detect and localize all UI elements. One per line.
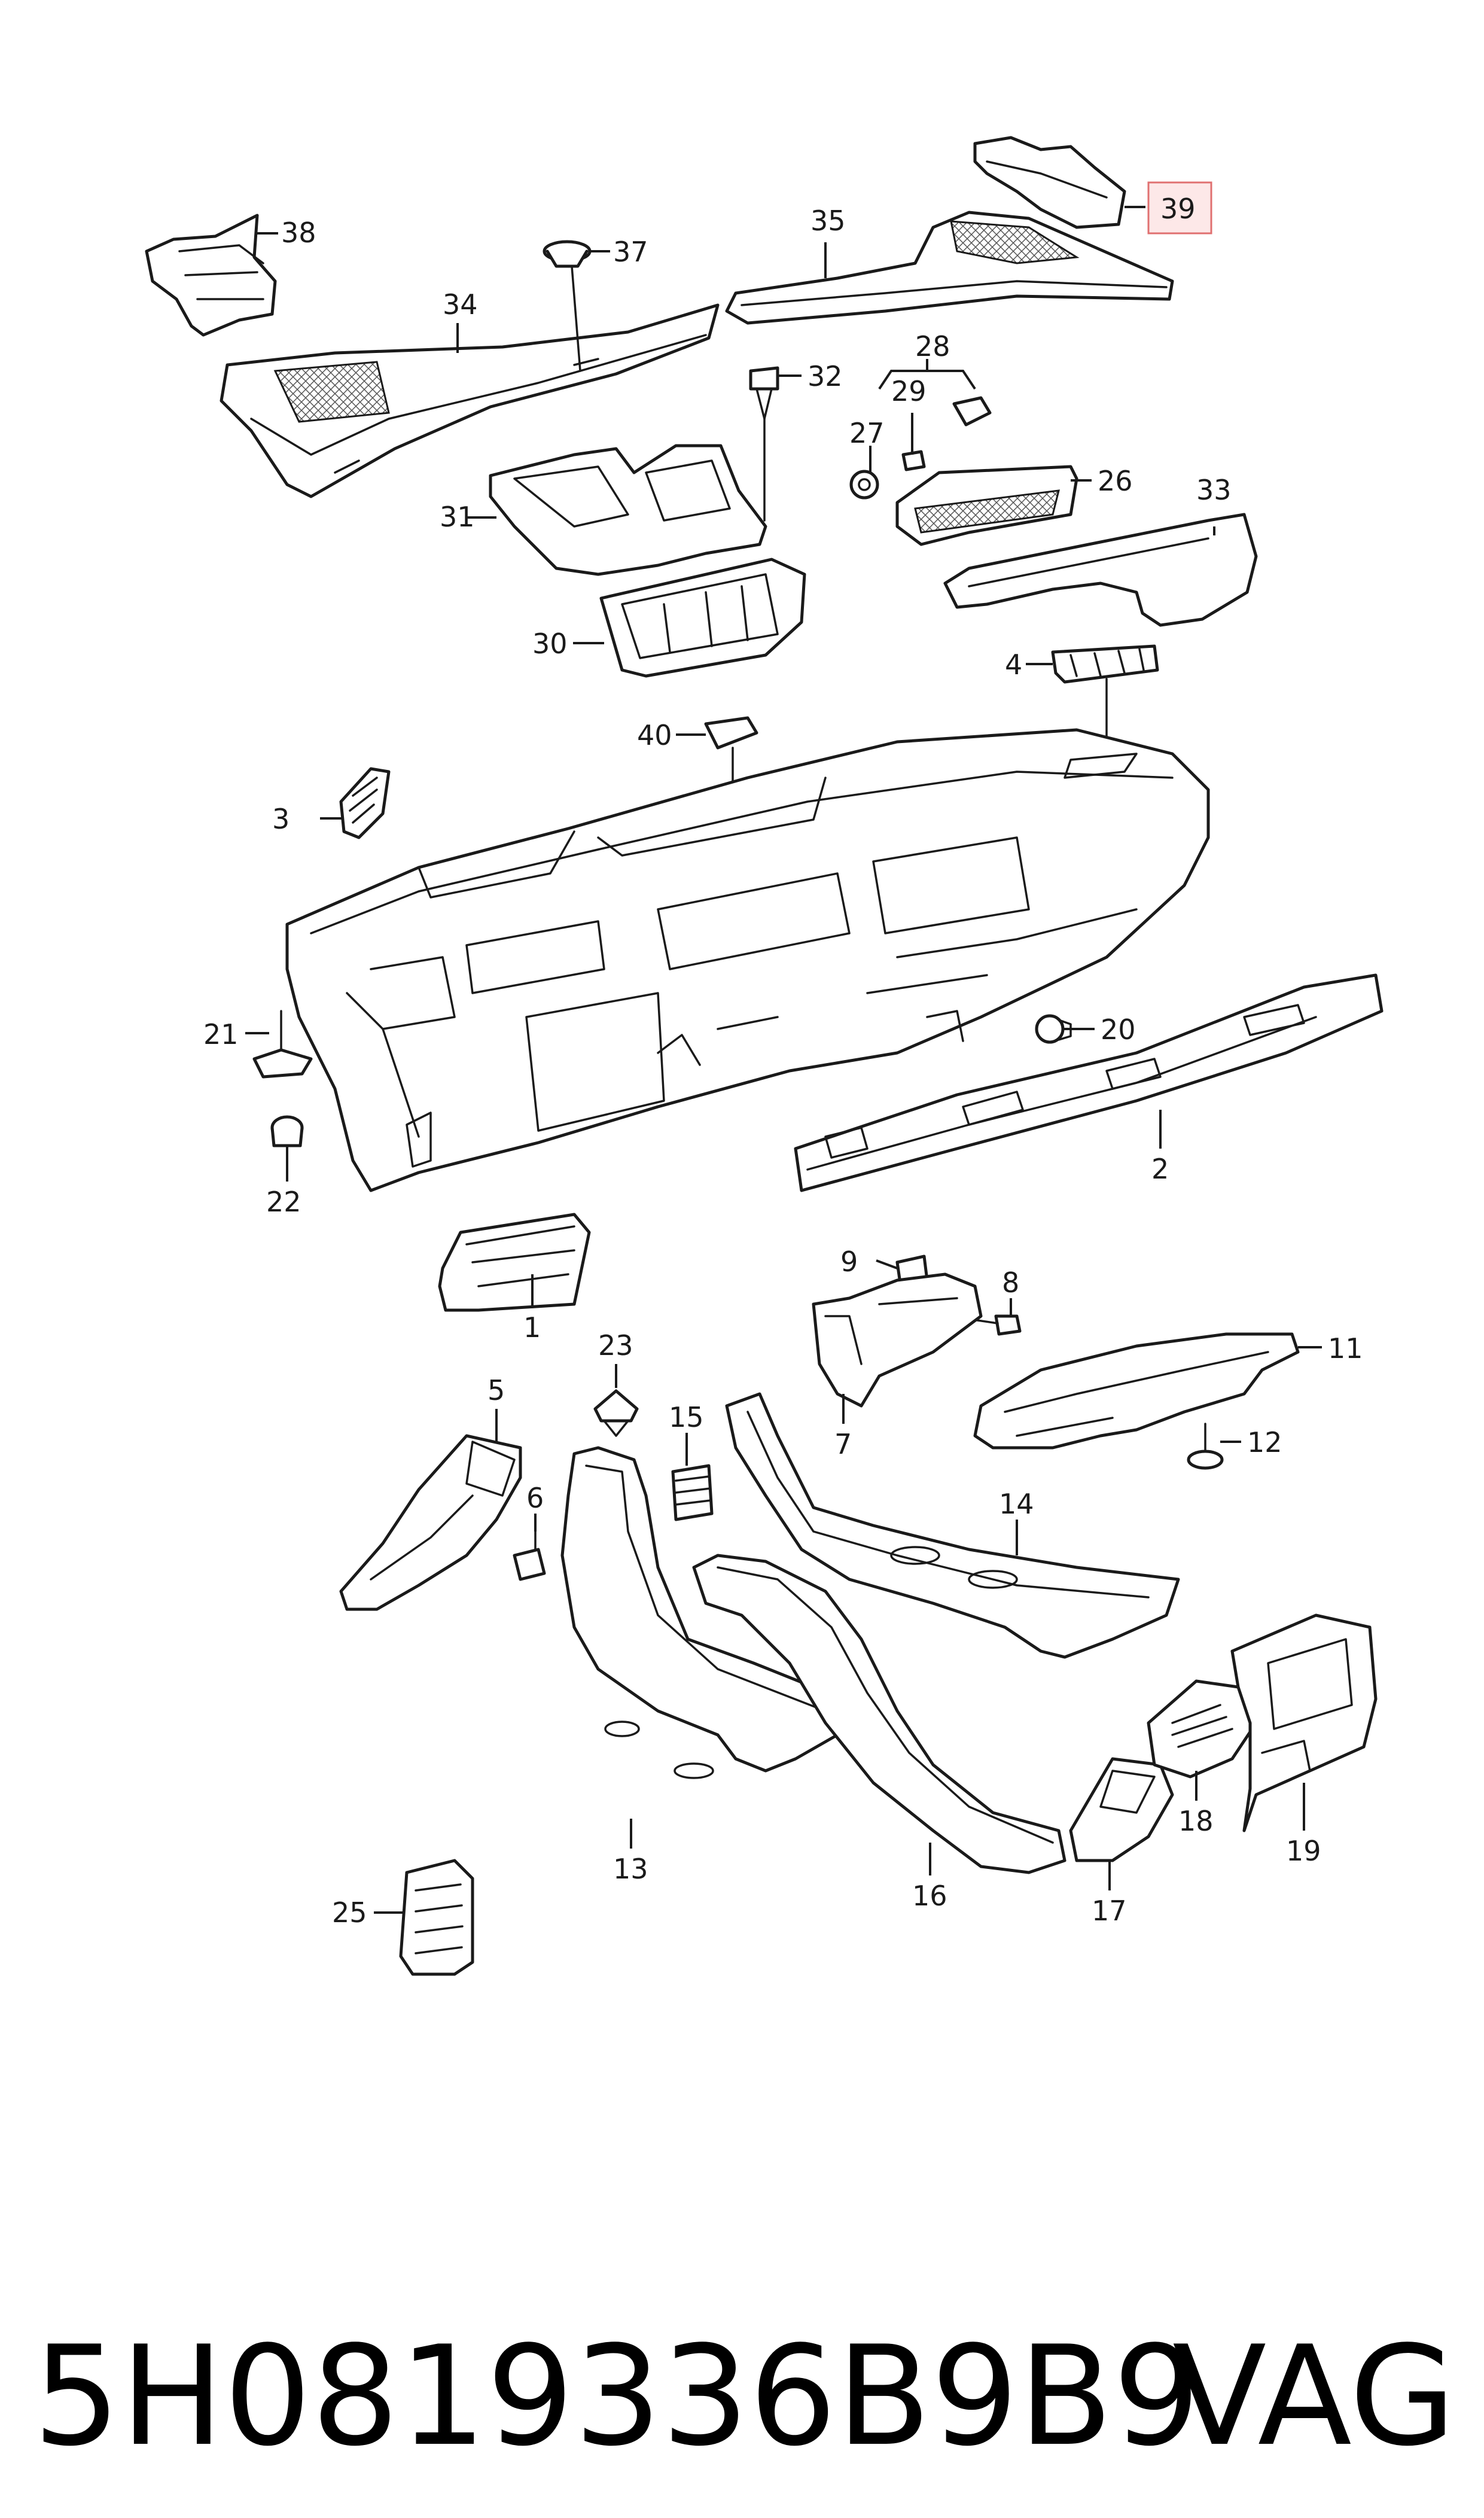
- part-7: [812, 1272, 983, 1408]
- callout-37: 37: [613, 236, 648, 268]
- part-16: [692, 1554, 1066, 1874]
- callout-17: 17: [1092, 1895, 1127, 1927]
- callout-12: 12: [1247, 1426, 1282, 1459]
- dashboard-main: [285, 728, 1210, 1192]
- callout-11: 11: [1328, 1332, 1363, 1365]
- part-12: [1187, 1423, 1224, 1470]
- part-14: [725, 1392, 1180, 1659]
- part-13: [560, 1446, 851, 1779]
- part-31: [489, 444, 767, 576]
- part-25: [399, 1859, 474, 1976]
- callout-23: 23: [598, 1329, 633, 1362]
- callout-9: 9: [840, 1246, 858, 1278]
- part-2: [794, 973, 1384, 1192]
- part-33: [943, 513, 1258, 627]
- callout-4: 4: [1005, 648, 1022, 681]
- callout-2: 2: [1151, 1153, 1169, 1185]
- part-26: [895, 465, 1078, 546]
- part-6: [513, 1530, 546, 1581]
- callout-20: 20: [1101, 1013, 1136, 1046]
- part-27: [849, 470, 879, 500]
- part-21: [252, 1010, 313, 1079]
- part-17: [1069, 1757, 1174, 1862]
- part-20: [1035, 1014, 1072, 1044]
- callout-28: 28: [915, 330, 950, 363]
- leader-lines: [245, 206, 1322, 1914]
- part-3: [339, 767, 391, 839]
- callout-5: 5: [487, 1374, 505, 1406]
- part-19: [1230, 1613, 1378, 1832]
- part-28: [878, 359, 976, 390]
- part-number: 5H0819336B9B9: [33, 2317, 1200, 2477]
- part-32: [749, 366, 779, 522]
- part-15: [671, 1464, 714, 1521]
- callout-16: 16: [912, 1880, 947, 1912]
- part-22: [270, 1115, 304, 1147]
- part-30: [599, 558, 806, 678]
- callout-31: 31: [440, 501, 475, 533]
- part-5: [339, 1434, 522, 1611]
- callout-27: 27: [849, 417, 885, 449]
- callouts: 38 37 39 35 34 32 28 29 27 26 33 31 30 4…: [203, 193, 1363, 1929]
- callout-35: 35: [810, 205, 846, 237]
- callout-8: 8: [1002, 1266, 1019, 1299]
- callout-15: 15: [669, 1401, 704, 1433]
- part-29: [901, 396, 992, 471]
- callout-26: 26: [1098, 465, 1133, 497]
- callout-14: 14: [999, 1488, 1034, 1520]
- part-23: [593, 1389, 639, 1437]
- callout-33: 33: [1196, 474, 1232, 506]
- part-18: [1147, 1679, 1258, 1779]
- callout-25: 25: [332, 1896, 367, 1929]
- callout-39-highlight: [1147, 181, 1212, 235]
- callout-22: 22: [266, 1186, 301, 1218]
- callout-1: 1: [523, 1311, 541, 1344]
- part-4: [1051, 644, 1159, 761]
- callout-38: 38: [281, 217, 316, 249]
- part-34: [220, 303, 720, 498]
- brand-label: VAG: [1172, 2317, 1456, 2477]
- callout-7: 7: [834, 1428, 852, 1460]
- callout-13: 13: [613, 1853, 648, 1885]
- callout-40: 40: [637, 719, 672, 751]
- callout-18: 18: [1178, 1805, 1214, 1837]
- callout-32: 32: [807, 360, 843, 392]
- callout-21: 21: [203, 1018, 239, 1051]
- part-35: [725, 211, 1174, 325]
- callout-19: 19: [1286, 1835, 1321, 1867]
- callout-29: 29: [891, 375, 927, 407]
- callout-34: 34: [443, 288, 478, 321]
- part-38: [145, 214, 277, 337]
- part-39: [973, 136, 1126, 229]
- callout-3: 3: [272, 803, 290, 835]
- callout-39: 39: [1160, 193, 1196, 225]
- part-11: [973, 1332, 1300, 1450]
- callout-30: 30: [532, 628, 568, 660]
- part-1: [438, 1213, 591, 1312]
- callout-6: 6: [526, 1482, 544, 1514]
